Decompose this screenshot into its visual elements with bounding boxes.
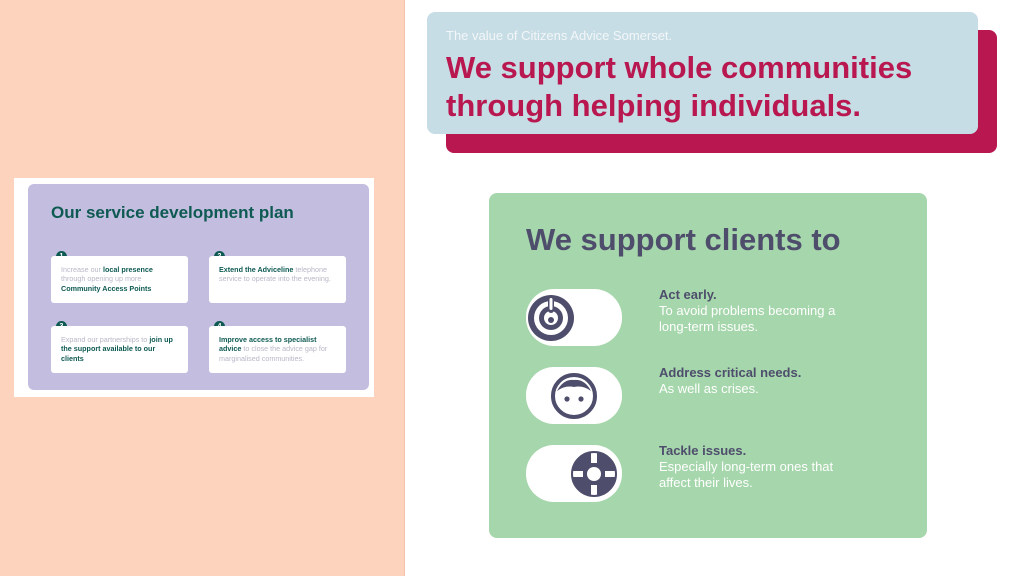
item-heading-1: Act early. [659,287,717,302]
step-text-bold: join up the support available to our cli… [61,335,173,363]
step-text: Increase our [61,265,103,274]
step-card-2: Extend the Adviceline telephone service … [209,256,346,303]
slide-thumbnail[interactable]: Our service development plan 1 Increase … [14,178,374,397]
banner-title: We support whole communities through hel… [446,50,913,123]
alert-target-icon [528,295,574,341]
support-card-title: We support clients to [526,222,841,257]
banner-subtitle: The value of Citizens Advice Somerset. [446,28,673,43]
title-banner [427,12,978,134]
item-body-2: As well as crises. [659,381,759,396]
item-heading-2: Address critical needs. [659,365,802,380]
step-text: Expand our partnerships to [61,335,150,344]
item-heading-3: Tackle issues. [659,443,747,458]
thumbnail-title: Our service development plan [51,203,294,222]
step-card-4: Improve access to specialist advice to c… [209,326,346,373]
icon-pill [526,445,622,502]
thumbnail-panel: Our service development plan 1 Increase … [28,184,369,390]
item-body-1: To avoid problems becoming a long-term i… [659,303,836,334]
step-text-bold: Improve access to specialist advice [219,335,317,354]
icon-pill [526,367,622,424]
step-card-1: Increase our local presence through open… [51,256,188,303]
icon-pill [526,289,622,346]
step-text: through opening up more [61,274,142,284]
step-text-bold: local presence [102,265,153,274]
step-text: telephone service to operate into the ev… [219,265,331,284]
lifebuoy-icon [571,451,617,497]
step-text: to close the advice gap for marginalised… [219,344,328,363]
step-text-bold: Extend the Adviceline [219,265,294,274]
step-card-3: Expand our partnerships to join up the s… [51,326,188,373]
face-icon [551,373,597,419]
item-body-3: Especially long-term ones that affect th… [659,459,834,490]
step-text-bold: Community Access Points [61,283,152,293]
